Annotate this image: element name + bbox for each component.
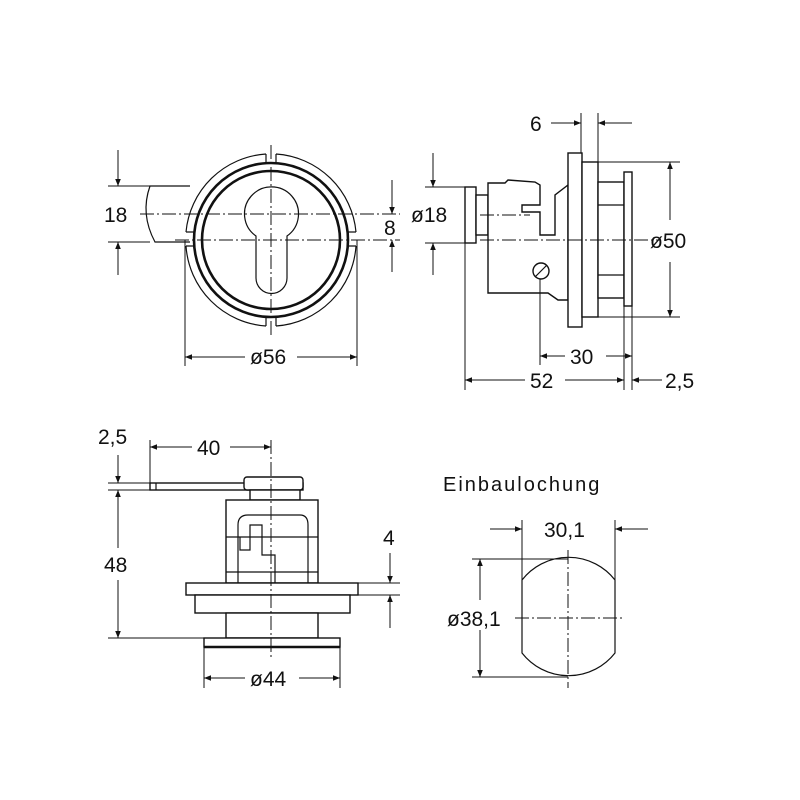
dim-50: ø50	[650, 230, 686, 253]
dim-2-5-lever: 2,5	[98, 426, 127, 449]
outer-ring-bottom	[185, 245, 357, 327]
dim-38-1: ø38,1	[447, 608, 501, 631]
outer-ring-top	[185, 153, 357, 233]
dim-6: 6	[530, 113, 542, 136]
housing	[225, 499, 319, 584]
dim-18: 18	[104, 204, 127, 227]
keyhole	[243, 186, 300, 295]
bottom-flange	[185, 582, 359, 596]
dim-48: 48	[104, 554, 127, 577]
cutout-view: Einbaulochung 30,1 ø38,1	[443, 474, 648, 688]
dim-2-5: 2,5	[665, 370, 694, 393]
dim-30-1: 30,1	[544, 519, 585, 542]
dim-40: 40	[197, 437, 220, 460]
cutout-title: Einbaulochung	[443, 474, 601, 496]
dim-18-dia: ø18	[411, 204, 447, 227]
dim-44: ø44	[250, 668, 287, 691]
dim-30: 30	[570, 346, 593, 369]
dim-52: 52	[530, 370, 553, 393]
dim-8: 8	[384, 217, 396, 240]
side-view: 6 ø18 ø50 30 52 2,5	[411, 113, 694, 393]
front-view: 18 8 ø56	[104, 145, 400, 369]
knob	[243, 476, 304, 491]
cutout-shape	[521, 556, 616, 677]
bottom-view: 2,5 40 48 4 ø44	[98, 426, 400, 691]
dim-4: 4	[383, 527, 395, 550]
dim-56: ø56	[250, 346, 286, 369]
